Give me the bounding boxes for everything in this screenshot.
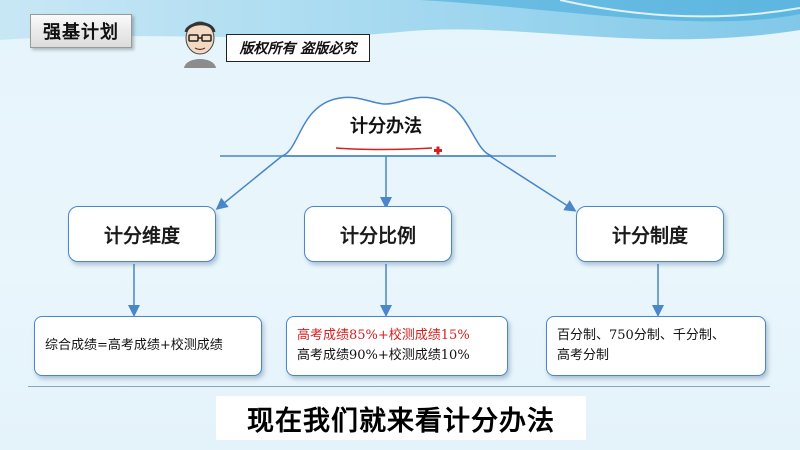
branch-node-system: 计分制度 — [576, 206, 724, 262]
brand-tag: 强基计划 — [30, 14, 132, 48]
leaf-dimension-detail: 综合成绩=高考成绩+校测成绩 — [34, 316, 262, 376]
divider-line — [28, 386, 770, 387]
leaf-text-line: 百分制、750分制、千分制、 — [557, 328, 725, 343]
root-node-label: 计分办法 — [350, 116, 422, 137]
presenter-avatar-icon — [184, 21, 216, 68]
leaf-ratio-detail: 高考成绩85%+校测成绩15% 高考成绩90%+校测成绩10% — [286, 316, 508, 376]
red-underline — [335, 147, 433, 151]
leaf-system-detail: 百分制、750分制、千分制、 高考分制 — [546, 316, 766, 376]
leaf-text-line: 高考成绩90%+校测成绩10% — [297, 348, 470, 363]
leaf-text-line: 综合成绩=高考成绩+校测成绩 — [45, 338, 223, 353]
branch-node-ratio: 计分比例 — [304, 206, 452, 262]
root-shape — [281, 96, 493, 157]
leaf-text-line-highlighted: 高考成绩85%+校测成绩15% — [297, 328, 470, 343]
video-subtitle: 现在我们就来看计分办法 — [216, 396, 586, 440]
copyright-notice: 版权所有 盗版必究 — [226, 34, 370, 62]
red-plus-icon — [434, 146, 442, 155]
leaf-text-line: 高考分制 — [557, 348, 610, 363]
branch-node-dimension: 计分维度 — [68, 206, 216, 262]
